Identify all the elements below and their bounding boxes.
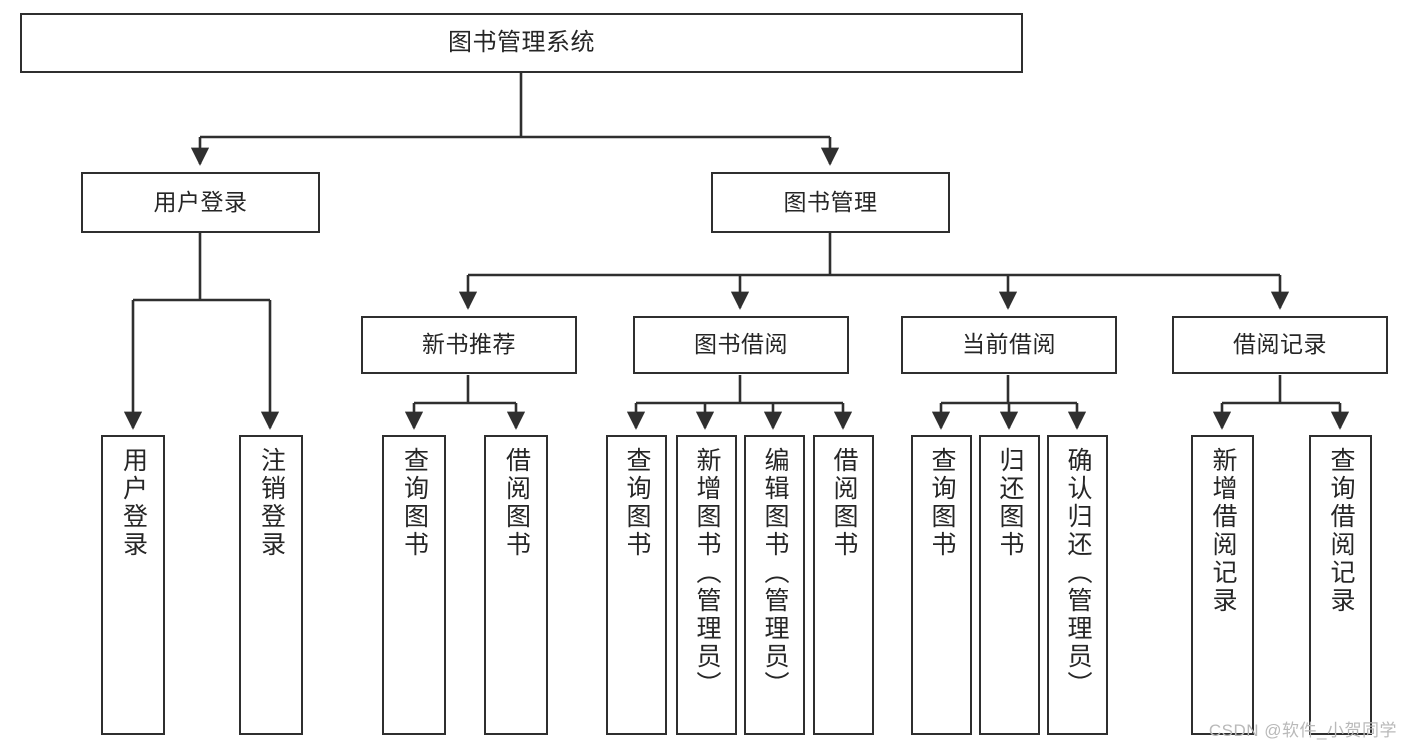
node-label: 用户登录	[119, 447, 148, 559]
node-label: 借阅图书	[502, 447, 531, 559]
node-label: 当前借阅	[962, 331, 1056, 358]
node-label: 查询图书	[400, 447, 429, 559]
node-borrow-record[interactable]: 借阅记录	[1172, 316, 1388, 374]
leaf-logout[interactable]: 注销登录	[239, 435, 303, 735]
leaf-bookborrow-add-book-admin[interactable]: 新增图书（管理员）	[676, 435, 737, 735]
node-label: 图书借阅	[694, 331, 788, 358]
node-label: 借阅记录	[1233, 331, 1327, 358]
leaf-borrowrecord-add-record[interactable]: 新增借阅记录	[1191, 435, 1254, 735]
node-label: 借阅图书	[830, 447, 858, 559]
node-book-borrow[interactable]: 图书借阅	[633, 316, 849, 374]
node-label: 新书推荐	[422, 331, 516, 358]
node-root-book-management-system[interactable]: 图书管理系统	[20, 13, 1023, 73]
node-current-borrow[interactable]: 当前借阅	[901, 316, 1117, 374]
node-label: 编辑图书（管理员）	[761, 447, 789, 699]
leaf-bookborrow-query-book[interactable]: 查询图书	[606, 435, 667, 735]
leaf-currentborrow-query-book[interactable]: 查询图书	[911, 435, 972, 735]
node-label: 新增借阅记录	[1209, 447, 1237, 615]
node-label: 查询借阅记录	[1327, 447, 1355, 615]
leaf-user-login[interactable]: 用户登录	[101, 435, 165, 735]
node-label: 查询图书	[623, 447, 651, 559]
node-book-management[interactable]: 图书管理	[711, 172, 950, 233]
leaf-newbook-query-book[interactable]: 查询图书	[382, 435, 446, 735]
leaf-bookborrow-borrow-book[interactable]: 借阅图书	[813, 435, 874, 735]
leaf-currentborrow-confirm-return-admin[interactable]: 确认归还（管理员）	[1047, 435, 1108, 735]
node-label: 确认归还（管理员）	[1064, 447, 1092, 699]
node-label: 新增图书（管理员）	[693, 447, 721, 699]
node-label: 归还图书	[996, 447, 1024, 559]
node-label: 用户登录	[153, 188, 248, 215]
leaf-currentborrow-return-book[interactable]: 归还图书	[979, 435, 1040, 735]
leaf-bookborrow-edit-book-admin[interactable]: 编辑图书（管理员）	[744, 435, 805, 735]
node-label: 图书管理系统	[448, 28, 595, 56]
node-new-book-recommend[interactable]: 新书推荐	[361, 316, 577, 374]
node-user-login[interactable]: 用户登录	[81, 172, 320, 233]
node-label: 图书管理	[783, 188, 878, 215]
node-label: 查询图书	[928, 447, 956, 559]
leaf-borrowrecord-query-record[interactable]: 查询借阅记录	[1309, 435, 1372, 735]
watermark-text: CSDN @软件_小贺同学	[1208, 721, 1397, 740]
node-label: 注销登录	[257, 447, 286, 559]
leaf-newbook-borrow-book[interactable]: 借阅图书	[484, 435, 548, 735]
